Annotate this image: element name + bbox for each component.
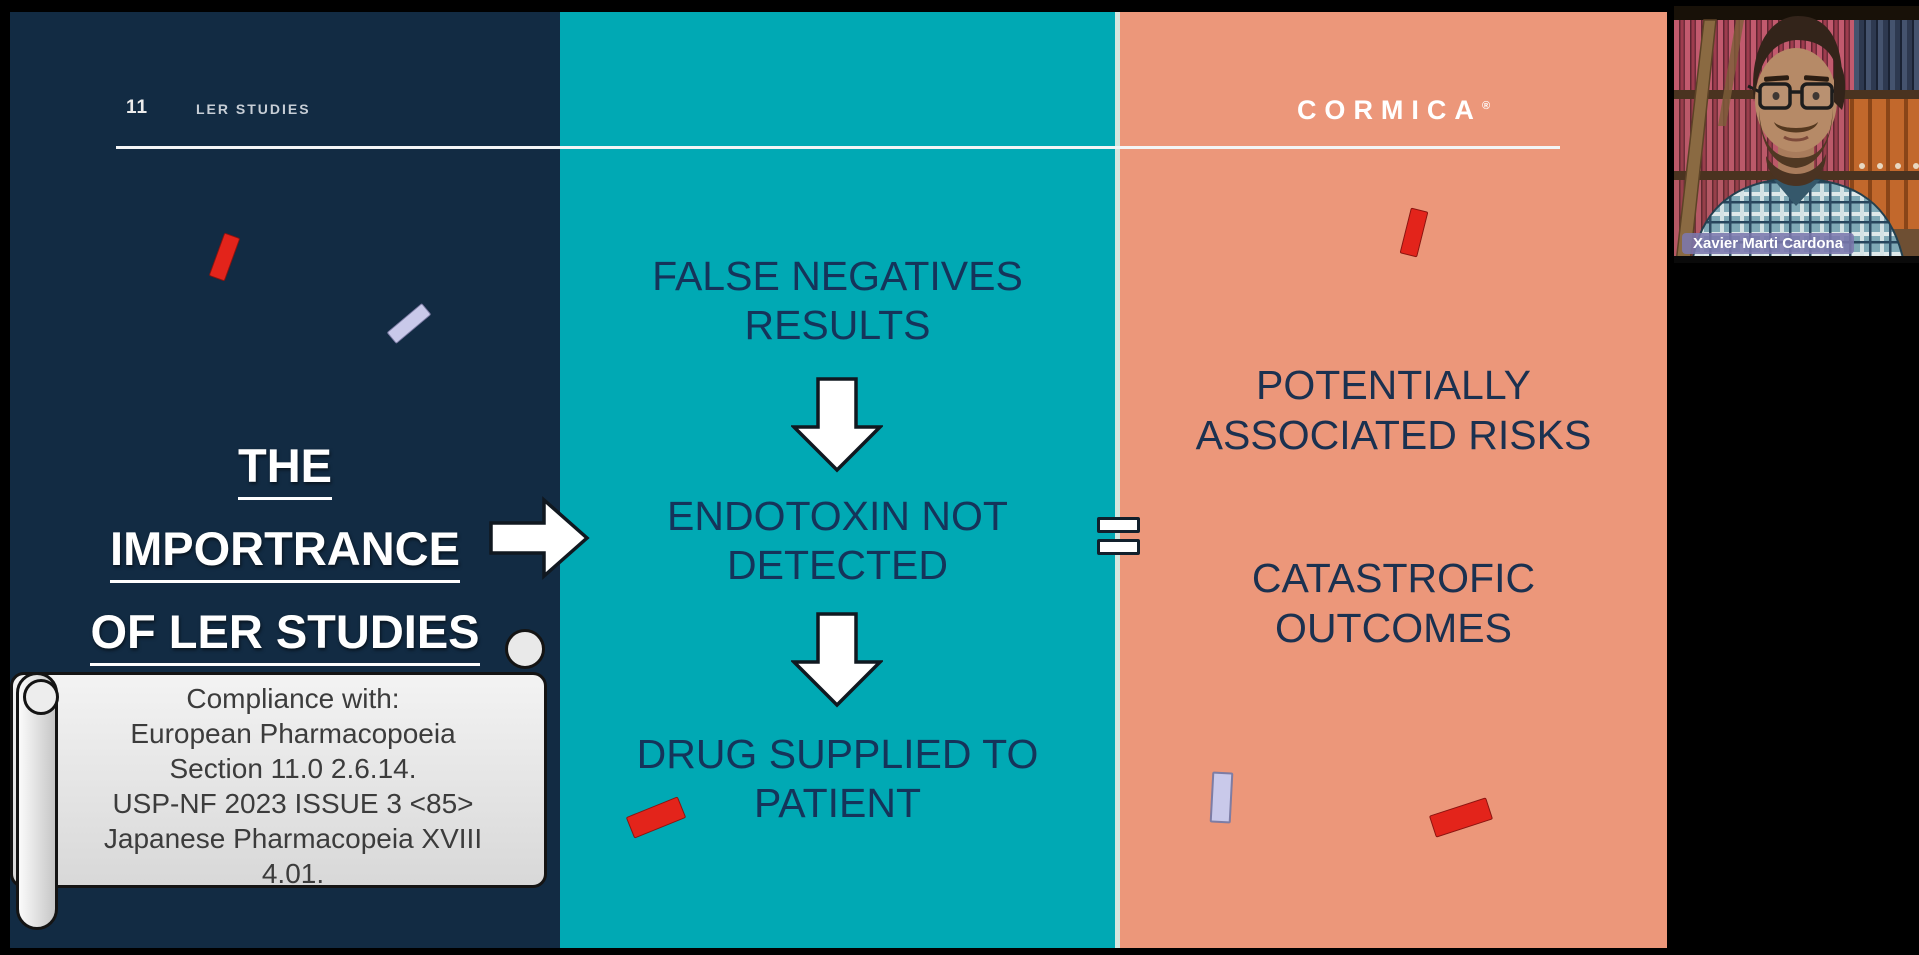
scroll-roll-edge: [16, 672, 58, 930]
brand-logo: CORMICA®: [1120, 95, 1667, 126]
title-line-3: OF LER STUDIES: [10, 590, 560, 673]
compliance-line: European Pharmacopoeia: [130, 718, 456, 749]
title-line-2: IMPORTRANCE: [10, 507, 560, 590]
equals-bar-bottom: [1097, 539, 1140, 555]
flow-step-3: DRUG SUPPLIED TO PATIENT: [636, 731, 1039, 826]
panel-divider-line: [1115, 12, 1120, 948]
risk-item-1: POTENTIALLY ASSOCIATED RISKS: [1195, 362, 1592, 458]
participant-name-tag: Xavier Marti Cardona: [1682, 233, 1855, 254]
arrow-down-icon-1: [789, 377, 885, 478]
compliance-note: Compliance with: European Pharmacopoeia …: [62, 681, 524, 891]
slide-panel-salmon: [1120, 12, 1667, 948]
slide-header-label: LER STUDIES: [196, 101, 311, 117]
compliance-line: USP-NF 2023 ISSUE 3 <85>: [112, 788, 474, 819]
slide-page-number: 11: [126, 97, 149, 118]
webcam-video-tile[interactable]: Xavier Marti Cardona: [1674, 6, 1919, 263]
compliance-scroll: [10, 672, 547, 888]
compliance-line: 4.01.: [261, 858, 325, 889]
brand-name: CORMICA: [1296, 95, 1482, 125]
flow-step-1: FALSE NEGATIVES RESULTS: [652, 253, 1023, 348]
title-line-1: THE: [10, 424, 560, 507]
flow-step-2: ENDOTOXIN NOT DETECTED: [667, 493, 1008, 588]
slide-title: THE IMPORTRANCE OF LER STUDIES: [10, 424, 560, 673]
scroll-curl-icon-left: [23, 679, 59, 715]
registered-mark: ®: [1481, 100, 1491, 112]
equals-icon: [1097, 517, 1143, 559]
webcam-scene: [1674, 6, 1919, 263]
scroll-curl-icon: [505, 629, 545, 669]
header-rule-line: [116, 146, 1560, 149]
confetti-lavender-2: [1209, 771, 1234, 824]
equals-bar-top: [1097, 517, 1140, 533]
slide-panel-teal: [560, 12, 1115, 948]
compliance-line: Compliance with:: [186, 683, 400, 714]
risk-item-2: CATASTROFIC OUTCOMES: [1251, 555, 1536, 651]
arrow-down-icon-2: [789, 612, 885, 713]
compliance-line: Section 11.0 2.6.14.: [169, 753, 417, 784]
arrow-right-icon: [489, 496, 591, 585]
compliance-line: Japanese Pharmacopeia XVIII: [103, 823, 483, 854]
